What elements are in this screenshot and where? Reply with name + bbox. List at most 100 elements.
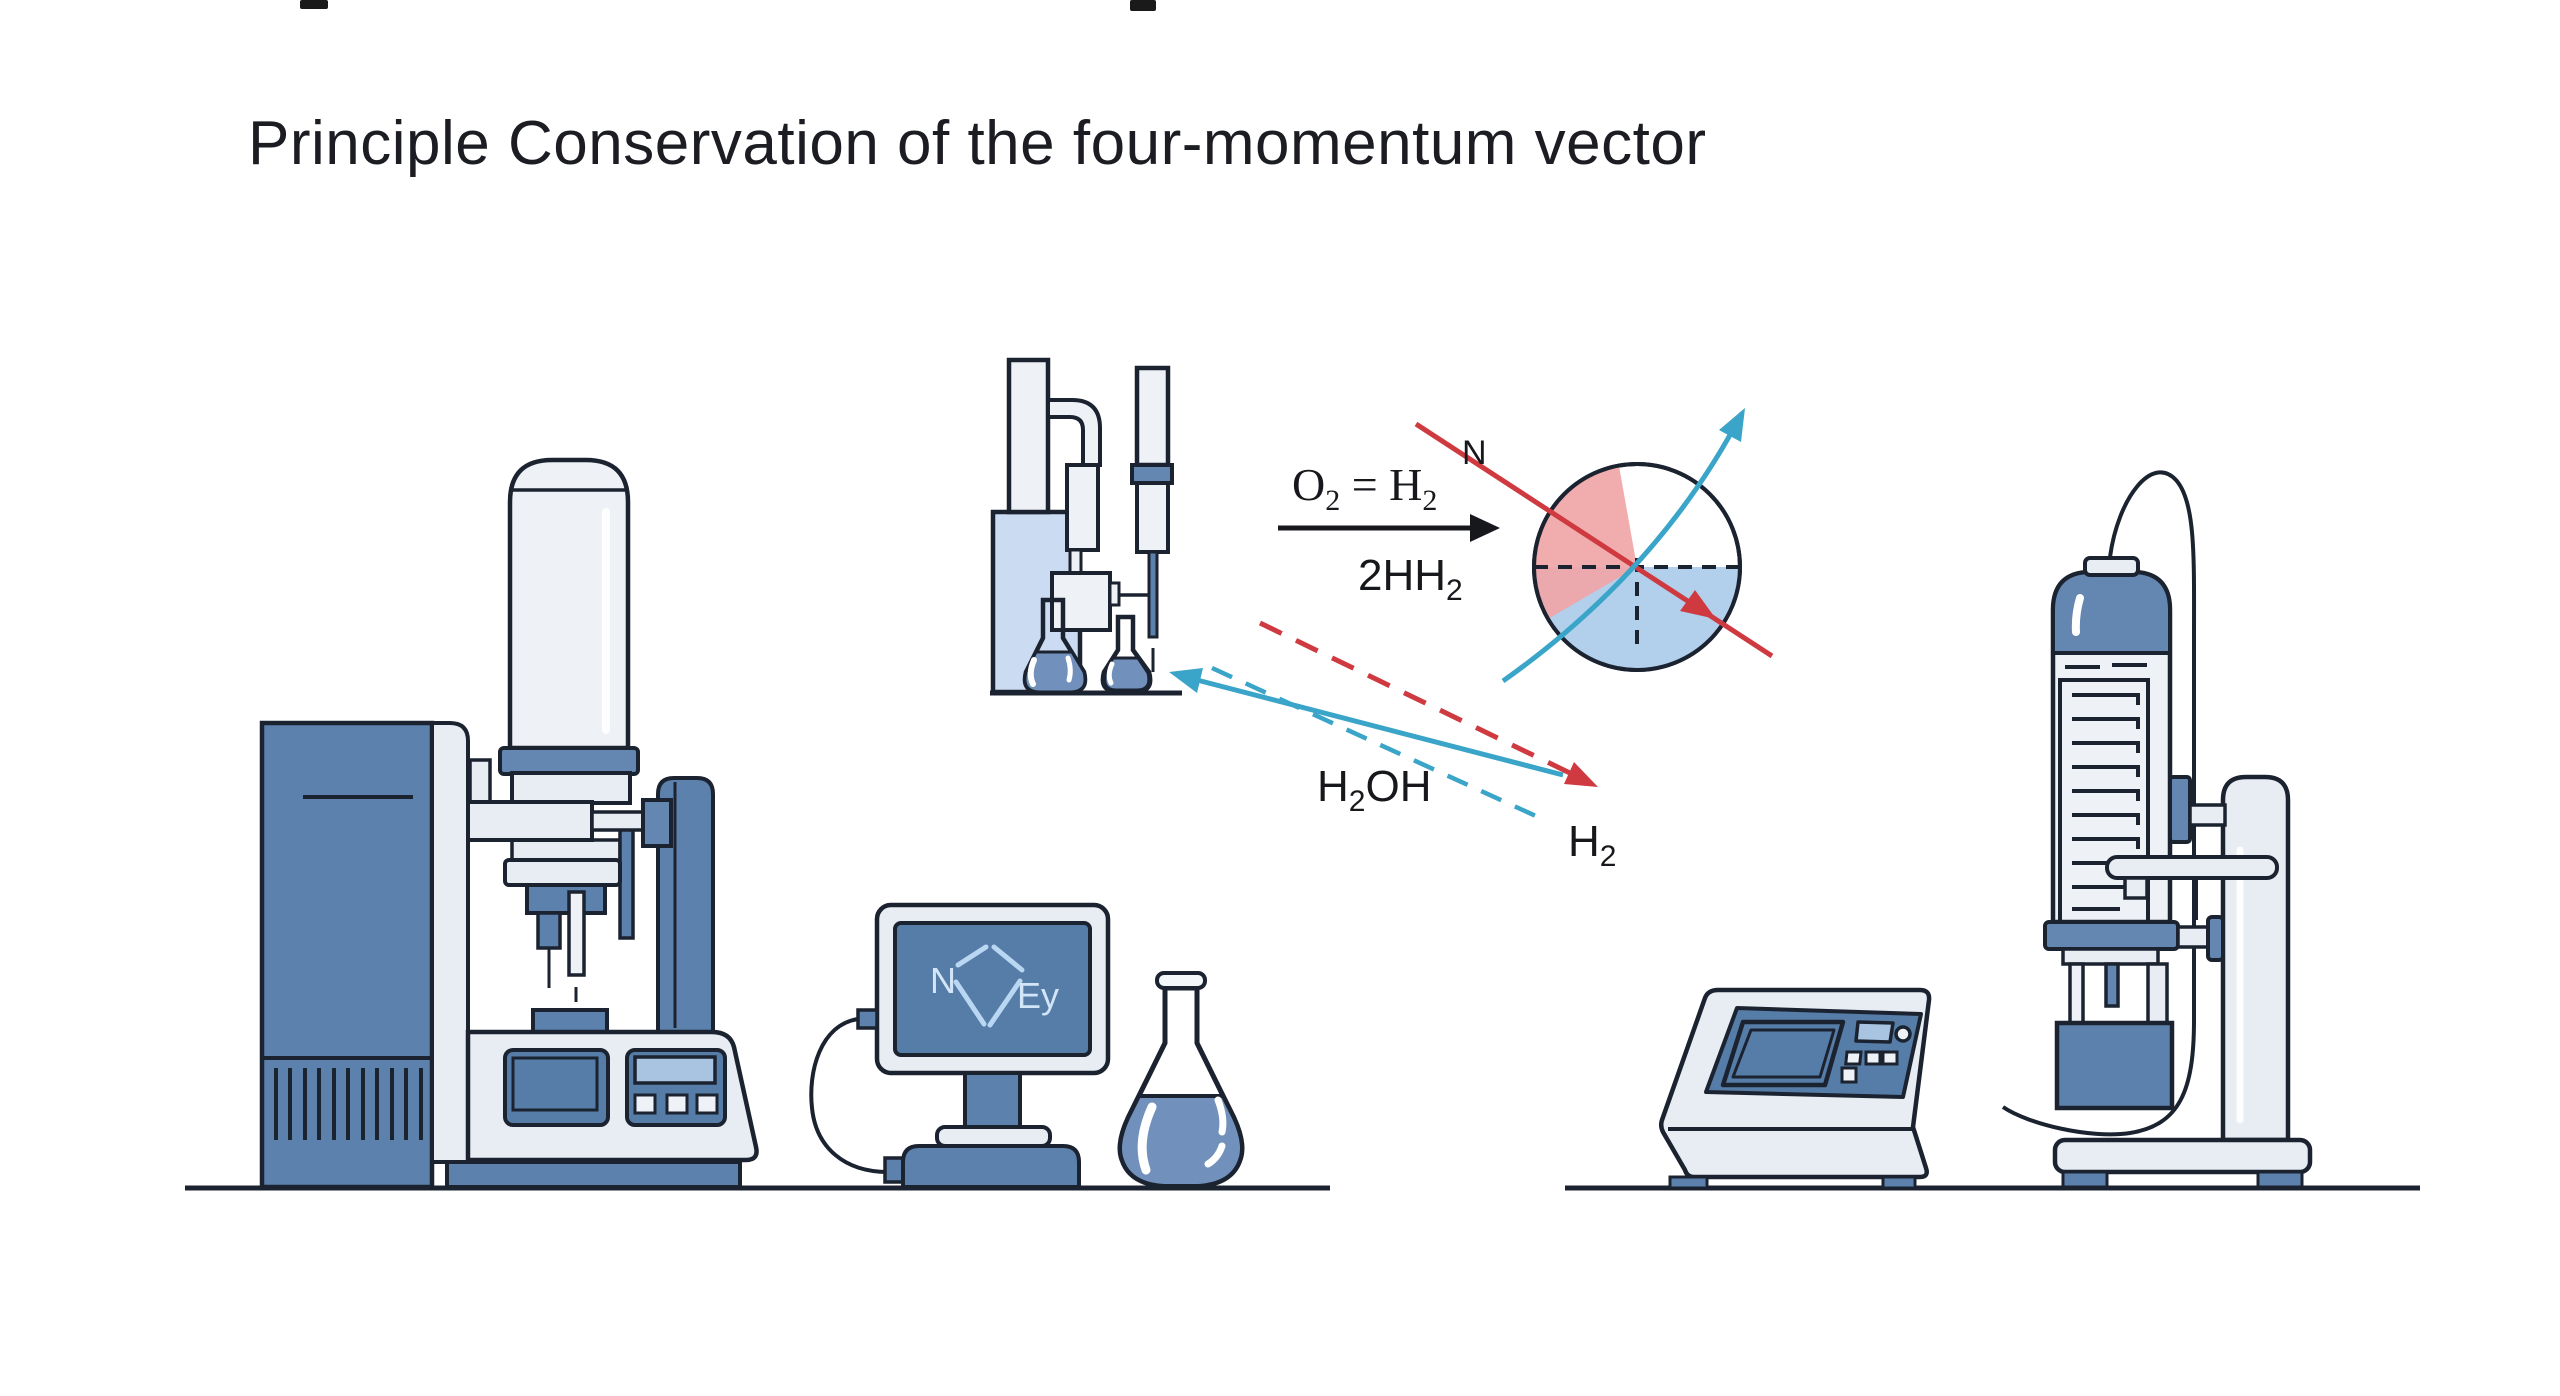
sample-block bbox=[2054, 1020, 2175, 1111]
upper-clamp-rod bbox=[2188, 803, 2227, 827]
upper-clamp-block bbox=[2168, 775, 2192, 844]
middle-column bbox=[1065, 463, 1100, 552]
equation-above: O2 = H2 bbox=[1292, 459, 1437, 517]
monitor-base bbox=[901, 1144, 1081, 1189]
needle-holder bbox=[536, 911, 562, 950]
cross-arm-clamp bbox=[641, 798, 673, 848]
console-key bbox=[633, 1093, 657, 1115]
burette-band bbox=[1130, 463, 1174, 485]
teal-solid-vector bbox=[1196, 677, 1564, 778]
instrument-cable bbox=[2001, 470, 2197, 1137]
burette-upper bbox=[1134, 365, 1171, 468]
knob-rod bbox=[2176, 925, 2210, 949]
controller-readout bbox=[1854, 1020, 1895, 1044]
momentum-vectors: H2OH H2 bbox=[1169, 620, 1616, 873]
controller-round-button bbox=[1894, 1025, 1912, 1043]
fill-level-dashes bbox=[2065, 663, 2147, 669]
flask-highlight bbox=[1065, 655, 1073, 683]
cyan-vector-arrowhead bbox=[1719, 408, 1745, 442]
reaction-equation: O2 = H2 2HH2 bbox=[1278, 459, 1500, 607]
top-edge-artifact bbox=[300, 0, 328, 9]
middle-column-stem bbox=[1068, 548, 1083, 575]
monitor-cable bbox=[809, 1017, 889, 1174]
h2oh-label: H2OH bbox=[1317, 762, 1431, 818]
monitor-side-port bbox=[856, 1008, 879, 1030]
cabinet-side-strip bbox=[430, 721, 470, 1164]
controller-foot bbox=[1881, 1175, 1917, 1190]
console-readout bbox=[633, 1055, 717, 1085]
molecule-left-symbol: N bbox=[930, 960, 956, 1001]
console-key bbox=[665, 1093, 689, 1115]
flask-highlight bbox=[1027, 657, 1037, 687]
transfer-tube bbox=[1046, 398, 1102, 467]
column-leg bbox=[2146, 962, 2169, 1025]
teal-solid-arrowhead bbox=[1169, 668, 1203, 693]
sample-stage bbox=[531, 1008, 609, 1034]
momentum-circle-diagram: N bbox=[1414, 408, 1774, 684]
flask-highlight bbox=[1214, 1096, 1227, 1136]
molecule-structure bbox=[953, 944, 1025, 1028]
reaction-arrowhead bbox=[1470, 514, 1500, 542]
monitor-neck-cap bbox=[935, 1125, 1052, 1148]
burette-lower bbox=[1135, 481, 1170, 554]
machine-base bbox=[445, 1160, 742, 1189]
probe bbox=[567, 890, 586, 977]
controller-screen bbox=[1720, 1019, 1846, 1088]
stand-pillar bbox=[2220, 774, 2291, 1143]
left-instrument bbox=[259, 457, 759, 1190]
right-instrument bbox=[2001, 470, 2313, 1189]
top-edge-artifact bbox=[1130, 0, 1156, 11]
right-controller bbox=[1658, 987, 1932, 1190]
n-label: N bbox=[1462, 434, 1487, 472]
monitor-neck bbox=[963, 1071, 1022, 1129]
vent-grill bbox=[274, 1068, 423, 1140]
stand-foot bbox=[2061, 1170, 2109, 1189]
teal-dashed-vector bbox=[1211, 665, 1539, 820]
erlenmeyer-flask bbox=[1117, 971, 1245, 1189]
controller-key bbox=[1864, 1050, 1882, 1066]
page-title: Principle Conservation of the four-momen… bbox=[248, 109, 1707, 178]
pump-port bbox=[1108, 581, 1121, 607]
pillar-knob bbox=[2206, 915, 2225, 962]
stand-foot bbox=[2256, 1170, 2304, 1189]
column-leg bbox=[2068, 962, 2085, 1025]
controller-key bbox=[1844, 1050, 1863, 1066]
red-dashed-arrowhead bbox=[1564, 762, 1598, 787]
left-column bbox=[1006, 357, 1051, 515]
cylinder-collar bbox=[498, 746, 640, 776]
monitor: N Ey bbox=[809, 902, 1111, 1189]
stand-base bbox=[2052, 1137, 2313, 1175]
piston-rod bbox=[2104, 962, 2120, 1008]
clamp-elbow bbox=[2123, 876, 2149, 900]
controller-screen-inner bbox=[1731, 1028, 1836, 1079]
cross-arm bbox=[466, 800, 594, 842]
cross-clamp-bar bbox=[2105, 855, 2279, 880]
equation-below: 2HH2 bbox=[1358, 551, 1463, 607]
console-screen-inner bbox=[511, 1056, 599, 1112]
cyan-vector-curve bbox=[1501, 411, 1745, 684]
flask-lip bbox=[1155, 971, 1207, 990]
dome-highlight bbox=[2071, 594, 2084, 636]
flask-highlight bbox=[1106, 661, 1115, 686]
console-screen bbox=[503, 1048, 610, 1127]
flask-small-right-liquid bbox=[1103, 656, 1151, 692]
console-key bbox=[695, 1093, 719, 1115]
h2-label: H2 bbox=[1568, 817, 1616, 873]
cylinder-lower bbox=[510, 771, 632, 805]
lower-collar bbox=[503, 858, 622, 887]
press-cylinder bbox=[507, 457, 631, 751]
tool-head bbox=[525, 883, 607, 915]
controller-foot bbox=[1668, 1175, 1709, 1190]
red-vector-arrowhead bbox=[1680, 590, 1716, 619]
molecule-right-symbol: Ey bbox=[1017, 975, 1059, 1016]
column-collar bbox=[2043, 920, 2180, 951]
pink-sector bbox=[1534, 466, 1637, 619]
monitor-screen bbox=[893, 921, 1092, 1057]
column-top-cap bbox=[2083, 556, 2140, 577]
guide-rod bbox=[618, 826, 635, 940]
flask-highlight bbox=[1137, 1102, 1157, 1175]
controller-key bbox=[1881, 1050, 1899, 1066]
cross-arm-extension bbox=[590, 810, 646, 832]
